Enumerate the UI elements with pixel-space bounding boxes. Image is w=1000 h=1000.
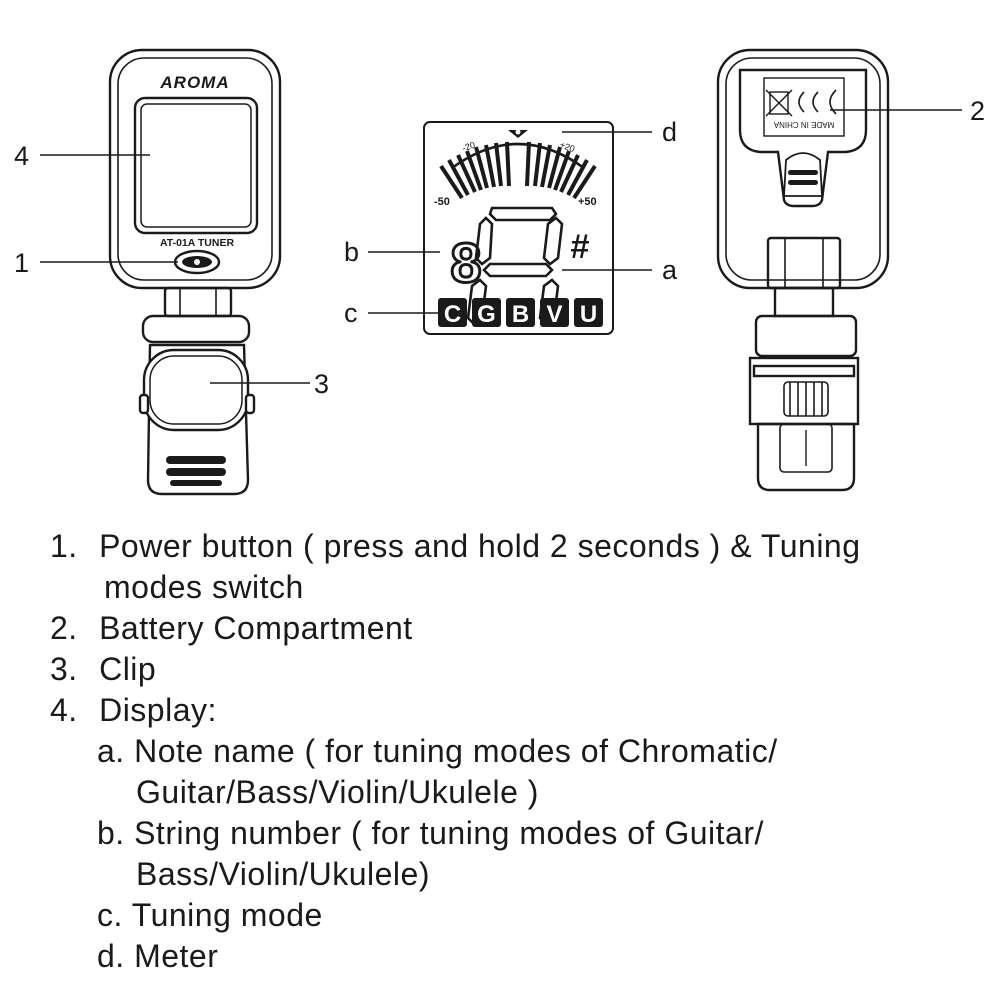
front-screen <box>133 96 259 235</box>
callout-a: a <box>662 255 678 285</box>
callout-1: 1 <box>14 248 29 278</box>
legend-sub-b: b. String number ( for tuning modes of G… <box>97 815 764 851</box>
parts-legend: 1. Power button ( press and hold 2 secon… <box>0 522 1000 992</box>
callout-b: b <box>344 237 359 267</box>
sharp-symbol: # <box>570 228 589 266</box>
clip-front <box>146 343 250 496</box>
tuner-front-view <box>108 48 282 496</box>
mode-box-b <box>506 298 535 327</box>
weee-bin-icon <box>765 89 793 117</box>
legend-item-4-number: 4. <box>50 692 78 728</box>
legend-item-2: 2. Battery Compartment <box>50 610 413 647</box>
legend-sub-c: c. Tuning mode <box>97 897 323 933</box>
mode-box-v <box>540 298 569 327</box>
legend-sub-b-cont: Bass/Violin/Ukulele) <box>136 856 430 892</box>
legend-item-3: 3. Clip <box>50 651 156 688</box>
mode-label-c: C <box>444 301 461 328</box>
legend-sub-d: d. Meter <box>97 938 219 974</box>
meter-label-plus20: +20 <box>558 140 576 155</box>
display-leaders <box>368 131 652 314</box>
tuner-back-view <box>716 48 890 492</box>
legend-item-4: 4. Display: <box>50 692 217 729</box>
legend-item-1-cont: modes switch <box>104 569 304 605</box>
meter-label-minus50: -50 <box>434 196 450 208</box>
front-leaders <box>40 154 310 384</box>
meter-label-minus20: -20 <box>461 140 477 154</box>
meter-segments <box>439 141 597 200</box>
callout-d: d <box>662 117 677 147</box>
battery-compartment-cover[interactable] <box>738 68 868 208</box>
callout-3: 3 <box>314 369 329 399</box>
mode-label-u: U <box>580 301 597 328</box>
power-icon <box>194 259 200 265</box>
callout-c: c <box>344 298 358 328</box>
legend-item-1-number: 1. <box>50 528 78 564</box>
tuner-diagram: AROMA AT-01A TUNER 4 1 3 <box>14 48 985 496</box>
spring-icon <box>783 381 829 417</box>
meter-arc <box>451 142 585 170</box>
front-model-label: AT-01A TUNER <box>160 237 235 249</box>
callout-4: 4 <box>14 141 29 171</box>
mode-label-g: G <box>477 301 496 328</box>
meter-label-plus50: +50 <box>578 196 597 208</box>
ce-mark-icon <box>798 91 805 113</box>
display-panel: -50 -20 +20 +50 8 # C G B V <box>423 121 614 335</box>
legend-item-4-text: Display: <box>99 692 217 728</box>
mode-label-b: B <box>512 301 529 328</box>
legend-sub-a-cont: Guitar/Bass/Violin/Ukulele ) <box>136 774 539 810</box>
tuner-head-back <box>716 48 890 290</box>
legend-item-2-text: Battery Compartment <box>99 610 413 646</box>
legend-item-3-number: 3. <box>50 651 78 687</box>
mode-box-c <box>438 298 467 327</box>
legend-item-3-text: Clip <box>99 651 157 687</box>
mode-box-u <box>574 298 603 327</box>
front-brand-logo: AROMA <box>159 73 229 92</box>
mode-label-v: V <box>546 301 562 328</box>
clip-back <box>756 422 856 492</box>
legend-item-1-text: Power button ( press and hold 2 seconds … <box>99 528 861 564</box>
legend-sub-a: a. Note name ( for tuning modes of Chrom… <box>97 733 778 769</box>
mode-box-g <box>472 298 501 327</box>
back-made-in-label: MADE IN CHINA <box>773 120 834 129</box>
tuning-mode-row: C G B V U <box>438 298 603 328</box>
legend-item-2-number: 2. <box>50 610 78 646</box>
callout-2: 2 <box>970 96 985 126</box>
legend-item-1: 1. Power button ( press and hold 2 secon… <box>50 528 861 565</box>
